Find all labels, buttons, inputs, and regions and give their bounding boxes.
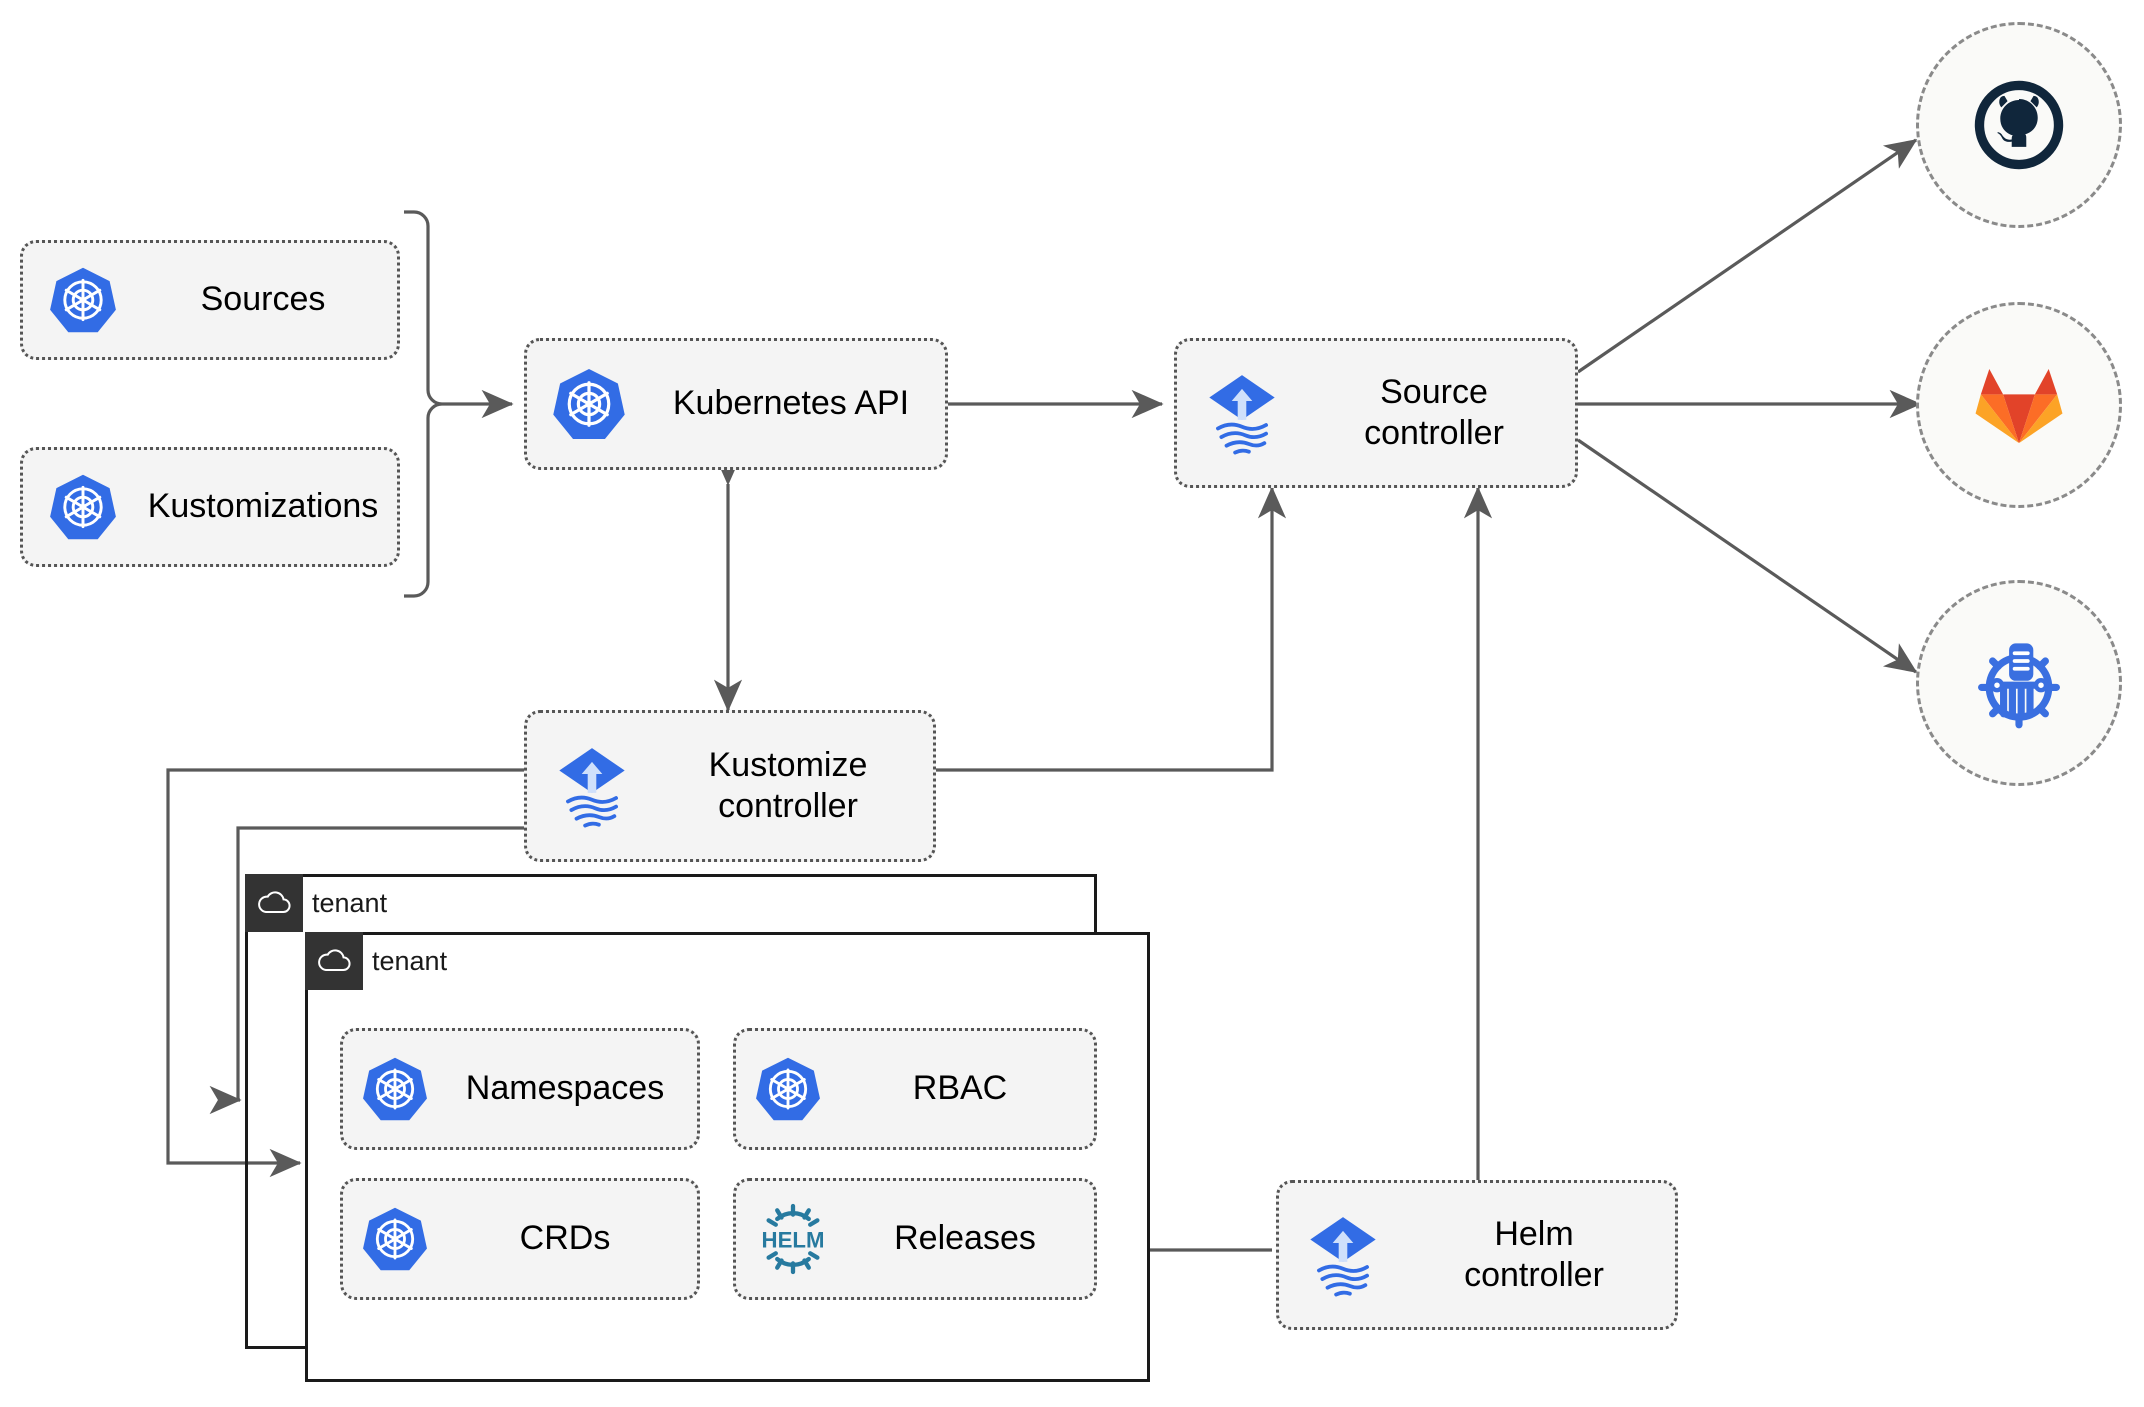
external-source-gitlab[interactable]: [1916, 302, 2122, 508]
github-icon: [1974, 80, 2064, 170]
tenant-container-inner[interactable]: tenant: [305, 932, 1150, 1382]
kustomize-to-tenant-outer-arrow: [166, 768, 524, 1178]
node-label: Helm controller: [1464, 1214, 1604, 1294]
kubernetes-icon: [23, 472, 143, 542]
external-source-helm-registry[interactable]: [1916, 580, 2122, 786]
cloud-icon: [245, 890, 303, 916]
node-helm-controller[interactable]: Helm controller: [1276, 1180, 1678, 1330]
node-namespaces[interactable]: Namespaces: [340, 1028, 700, 1150]
group-brace: [404, 210, 443, 598]
node-sources[interactable]: Sources: [20, 240, 400, 360]
source-to-registry-arrow: [1577, 438, 1918, 674]
node-label: CRDs: [519, 1219, 611, 1258]
node-kubernetes-api[interactable]: Kubernetes API: [524, 338, 948, 470]
cloud-icon: [305, 948, 363, 974]
flux-icon: [527, 743, 657, 829]
kubernetes-icon: [527, 366, 651, 442]
node-kustomize-controller[interactable]: Kustomize controller: [524, 710, 936, 862]
node-rbac[interactable]: RBAC: [733, 1028, 1097, 1150]
kubernetes-icon: [343, 1055, 447, 1123]
node-label: Kustomize controller: [708, 745, 868, 825]
kubernetes-icon: [23, 265, 143, 335]
node-label: Sources: [200, 280, 326, 319]
node-label: Kubernetes API: [672, 384, 910, 423]
node-label: Releases: [894, 1219, 1036, 1258]
tenant-label-outer: tenant: [312, 887, 388, 918]
kubernetes-icon: [736, 1055, 840, 1123]
helm-icon: HELM: [736, 1202, 850, 1276]
tenant-label-inner: tenant: [372, 945, 448, 976]
node-label: Kustomizations: [147, 487, 379, 526]
flux-icon: [1177, 370, 1307, 456]
kustomize-to-source-arrow: [935, 486, 1287, 772]
kubernetes-icon: [343, 1205, 447, 1273]
flux-icon: [1279, 1212, 1407, 1298]
gitlab-icon: [1975, 368, 2063, 444]
node-label: Source controller: [1364, 372, 1504, 452]
tenant-tab-inner: [305, 932, 363, 990]
node-kustomizations[interactable]: Kustomizations: [20, 447, 400, 567]
node-releases[interactable]: HELM Releases: [733, 1178, 1097, 1300]
tenant-tab-outer: [245, 874, 303, 932]
node-label: RBAC: [912, 1069, 1008, 1108]
kustomize-to-tenant-inner-arrow: [209, 826, 524, 1115]
node-label: Namespaces: [465, 1069, 665, 1108]
helm-registry-icon: [1978, 643, 2060, 729]
node-crds[interactable]: CRDs: [340, 1178, 700, 1300]
source-to-github-arrow: [1577, 138, 1918, 374]
svg-text:HELM: HELM: [762, 1228, 825, 1253]
node-source-controller[interactable]: Source controller: [1174, 338, 1578, 488]
external-source-github[interactable]: [1916, 22, 2122, 228]
